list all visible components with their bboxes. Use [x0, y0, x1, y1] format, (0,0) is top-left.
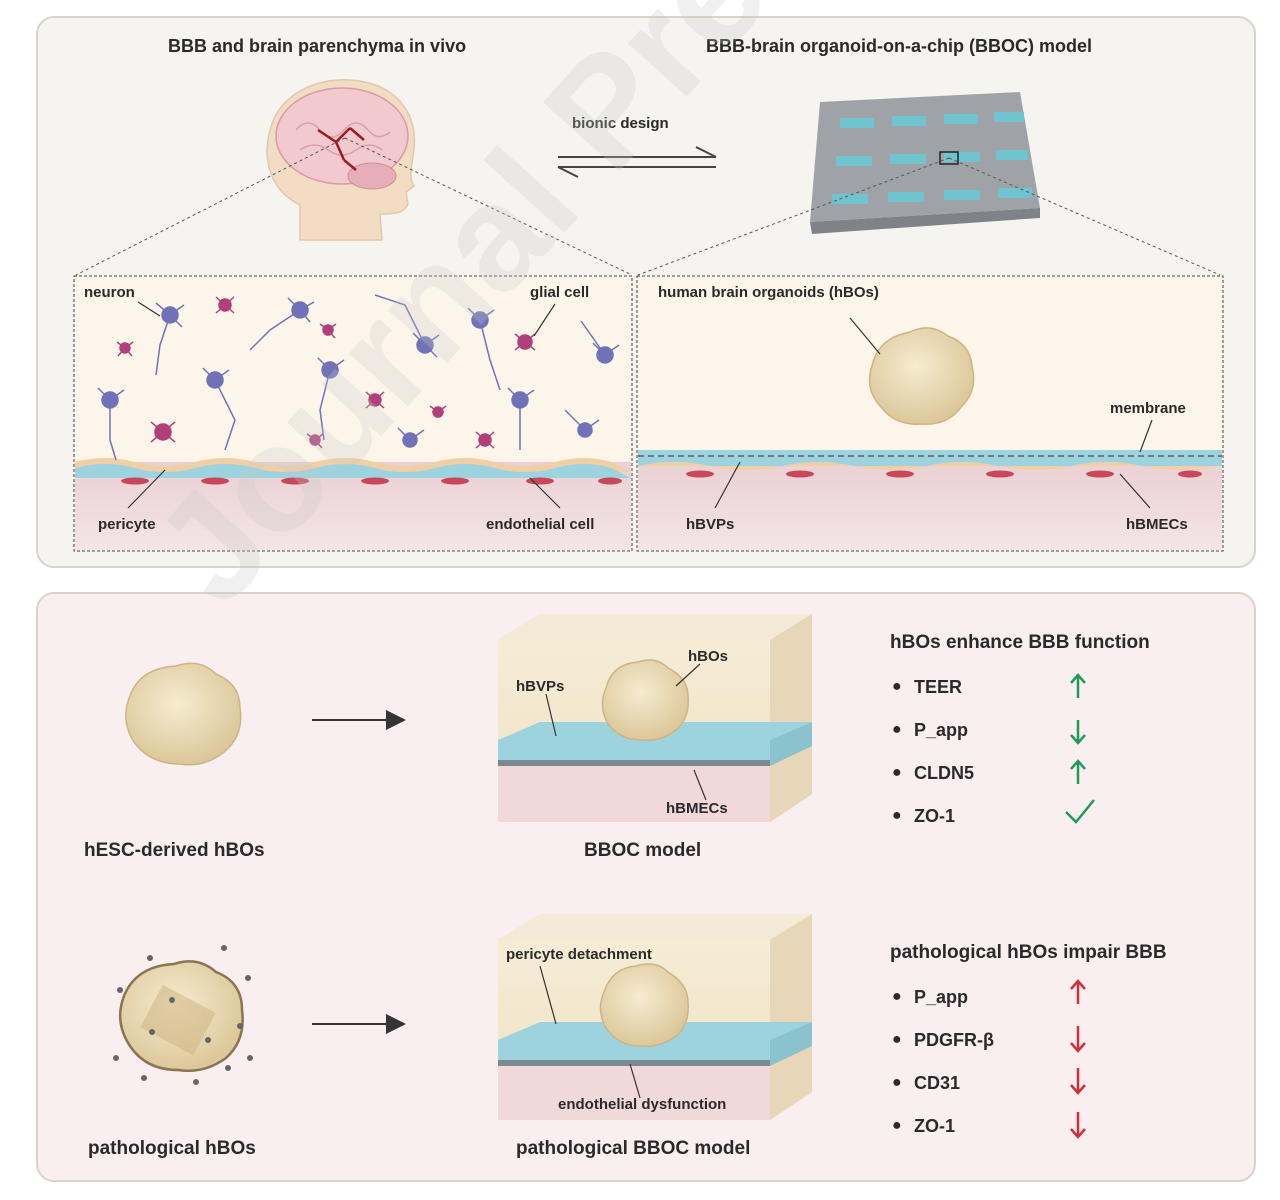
impair-item: ●P_app — [892, 987, 969, 1007]
row2-leader-lines — [539, 965, 641, 1099]
head-illustration — [266, 79, 416, 241]
bboc-organoid-row1 — [601, 659, 689, 742]
membrane-label: membrane — [1110, 400, 1186, 417]
bionic-design-arrows — [557, 146, 717, 178]
chip-plate-illustration — [810, 92, 1040, 234]
bboc-caption: BBOC model — [584, 840, 702, 861]
endothelial-dysfunction-label: endothelial dysfunction — [558, 1096, 727, 1113]
right-panel-title: BBB-brain organoid-on-a-chip (BBOC) mode… — [706, 36, 1092, 56]
pathology-dots — [113, 945, 253, 1085]
impair-list: ●P_app ●PDGFR-β ●CD31 ●ZO-1 — [892, 986, 994, 1158]
enhance-item: ●CLDN5 — [892, 763, 975, 783]
pericyte-detachment-label: pericyte detachment — [506, 946, 652, 963]
bboc-block-row2 — [498, 914, 812, 1120]
bionic-design-label: bionic design — [572, 115, 669, 132]
enhance-item: ●P_app — [892, 720, 969, 740]
impair-item: ●ZO-1 — [892, 1116, 956, 1136]
hbmecs-block-label: hBMECs — [666, 800, 728, 817]
neuron-label: neuron — [84, 284, 135, 301]
enhance-item: ●TEER — [892, 677, 963, 697]
glial-cells — [116, 296, 536, 449]
enhance-title: hBOs enhance BBB function — [890, 632, 1150, 653]
hbos-block-label: hBOs — [688, 648, 729, 665]
left-panel-title: BBB and brain parenchyma in vivo — [168, 36, 467, 56]
hbvps-block-label: hBVPs — [516, 678, 565, 695]
impair-title: pathological hBOs impair BBB — [890, 942, 1167, 963]
row1-leader-lines — [545, 663, 707, 801]
enhance-item: ●ZO-1 — [892, 806, 956, 826]
organoid-top — [868, 327, 975, 425]
enhance-list: ●TEER ●P_app ●CLDN5 ●ZO-1 — [892, 676, 974, 848]
row2-indicators — [1070, 979, 1086, 1139]
impair-item: ●CD31 — [892, 1073, 961, 1093]
row1-indicators — [1065, 673, 1095, 824]
pericyte-label: pericyte — [98, 516, 156, 533]
hesc-organoid — [125, 662, 242, 766]
hbvps-top-label: hBVPs — [686, 516, 735, 533]
bboc-organoid-row2 — [599, 963, 689, 1048]
endothelial-cell-label: endothelial cell — [486, 516, 595, 533]
glial-cell-label: glial cell — [530, 284, 590, 301]
hesc-caption: hESC-derived hBOs — [84, 840, 265, 861]
impair-item: ●PDGFR-β — [892, 1030, 994, 1050]
neuron-cells — [97, 294, 620, 461]
pathological-hbos-caption: pathological hBOs — [88, 1138, 256, 1159]
hbmecs-top-label: hBMECs — [1126, 516, 1188, 533]
top-leader-lines — [127, 301, 1153, 509]
hbos-top-label: human brain organoids (hBOs) — [658, 284, 879, 301]
pathological-bboc-caption: pathological BBOC model — [516, 1138, 751, 1159]
